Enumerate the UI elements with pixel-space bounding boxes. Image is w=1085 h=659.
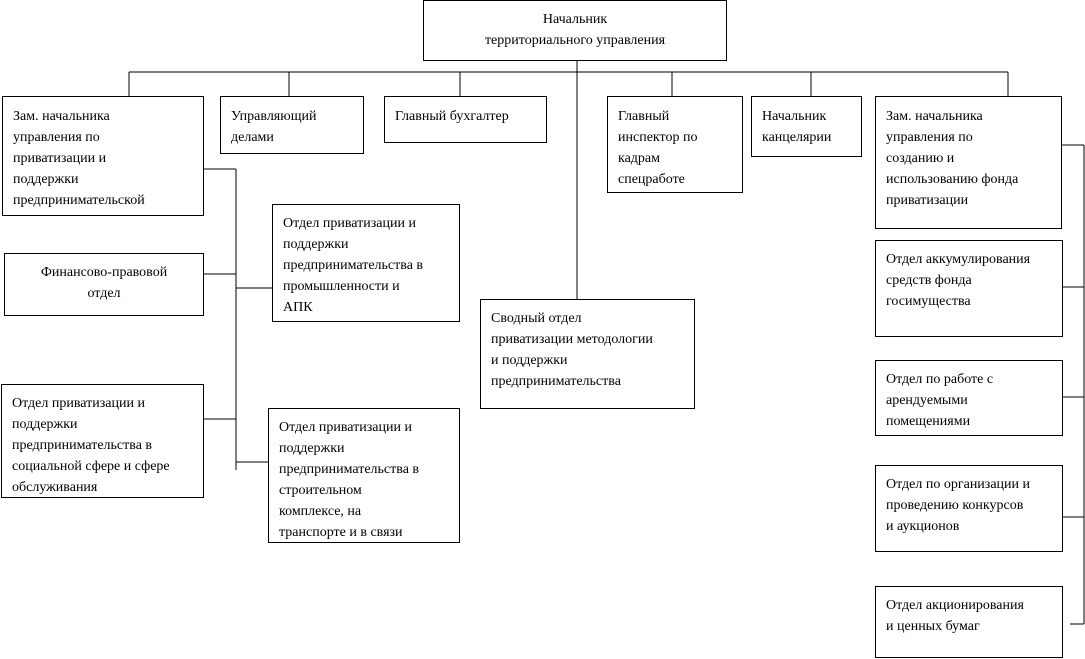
deputy-privatization-box: Зам. начальника управления по приватизац…	[2, 96, 204, 216]
priv-construction-dept-box: Отдел приватизации и поддержки предприни…	[268, 408, 460, 543]
shares-securities-dept-box: Отдел акционирования и ценных бумаг	[875, 586, 1063, 658]
deputy-fund-box: Зам. начальника управления по созданию и…	[875, 96, 1062, 229]
priv-industry-dept-box: Отдел приватизации и поддержки предприни…	[272, 204, 460, 322]
office-head-box: Начальник канцелярии	[751, 96, 862, 157]
priv-social-dept-box: Отдел приватизации и поддержки предприни…	[1, 384, 204, 498]
rented-premises-dept-box: Отдел по работе с арендуемыми помещениям…	[875, 360, 1063, 436]
hr-inspector-box: Главный инспектор по кадрам спецработе	[607, 96, 743, 193]
fin-legal-dept-box: Финансово-правовой отдел	[4, 253, 204, 316]
fund-accumulation-dept-box: Отдел аккумулирования средств фонда госи…	[875, 240, 1063, 337]
head-box: Начальник территориального управления	[423, 0, 727, 61]
manager-box: Управляющий делами	[220, 96, 364, 154]
summary-dept-box: Сводный отдел приватизации методологии и…	[480, 299, 695, 409]
chief-accountant-box: Главный бухгалтер	[384, 96, 547, 143]
contests-auctions-dept-box: Отдел по организации и проведению конкур…	[875, 465, 1063, 552]
